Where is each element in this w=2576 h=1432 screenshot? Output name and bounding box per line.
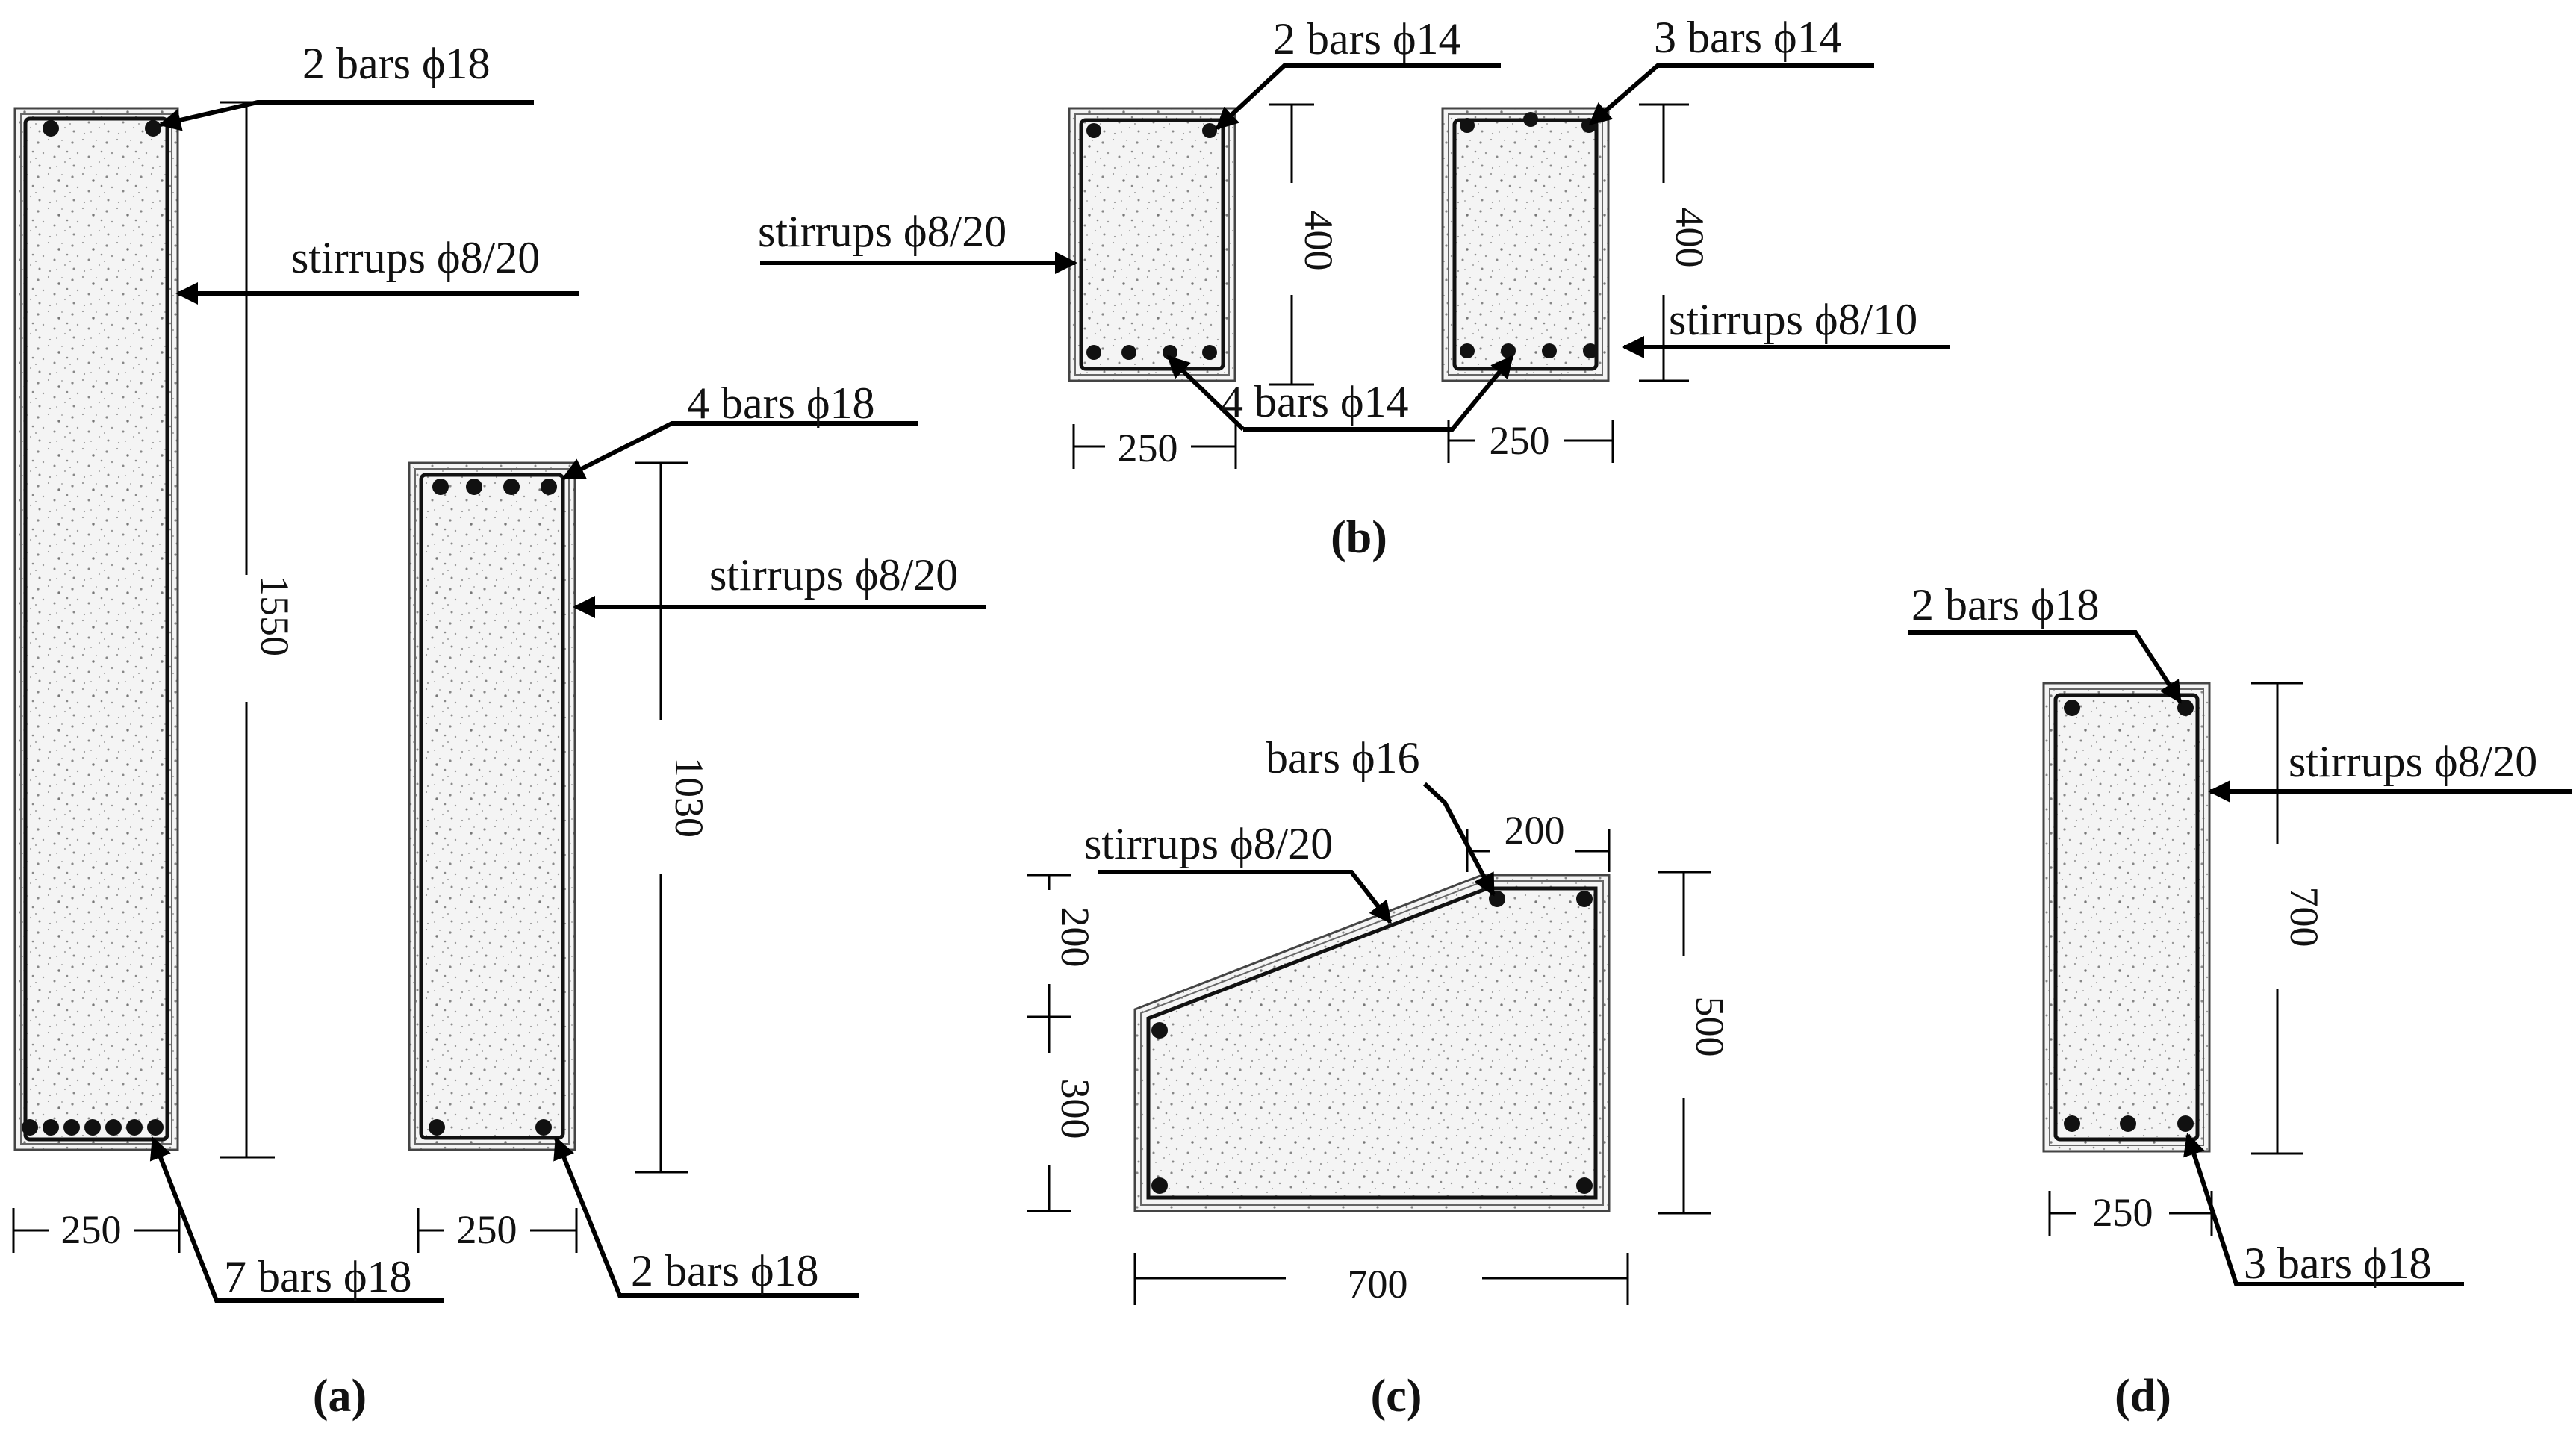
- section-a1-bottom-bars-label: 7 bars ϕ18: [224, 1252, 412, 1301]
- section-c-top-width-dimension: 200: [1466, 808, 1611, 872]
- section-b2-concrete: [1441, 107, 1610, 382]
- section-a1-width-value: 250: [61, 1207, 122, 1252]
- section-c-bars-label: bars ϕ16: [1266, 733, 1420, 782]
- section-a2-top-bars-label: 4 bars ϕ18: [687, 379, 875, 428]
- section-b1-bottom-bars-leader: [1166, 355, 1245, 432]
- section-d-bottom-bars: [2064, 1115, 2194, 1132]
- section-a2-width-value: 250: [457, 1207, 517, 1252]
- section-a2-concrete: [408, 461, 576, 1151]
- section-a1-stirrup: [23, 116, 169, 1142]
- section-a1-top-bars: [43, 120, 161, 137]
- section-a1-height-dimension: 1550: [220, 101, 297, 1159]
- section-d-height-dimension: 700: [2251, 682, 2327, 1155]
- section-b2-stirrups-label: stirrups ϕ8/10: [1669, 295, 1917, 344]
- section-b1-cover-line: [1074, 113, 1230, 376]
- section-b2-top-bars: [1460, 112, 1596, 133]
- section-a2-top-bars-leader: [561, 421, 918, 480]
- caption-c: (c): [1371, 1371, 1422, 1422]
- section-c-stirrups-leader: [1098, 870, 1393, 924]
- section-b2-bottom-bars: [1460, 343, 1598, 358]
- section-b1-stirrup: [1079, 118, 1225, 371]
- section-b1-bottom-bars: [1086, 345, 1217, 360]
- section-b1-height-value: 400: [1296, 211, 1341, 271]
- section-b2-bottom-bars-leader: [1243, 355, 1514, 432]
- section-b1-concrete: [1068, 107, 1236, 382]
- section-d-bottom-bars-leader: [2183, 1133, 2464, 1286]
- section-b1-top-bars-leader: [1215, 63, 1501, 131]
- section-a1: 2 bars ϕ18 stirrups ϕ8/20 7 bars ϕ18 155…: [12, 39, 579, 1303]
- section-c: bars ϕ16 stirrups ϕ8/20 200 200 300: [1027, 733, 1732, 1307]
- section-a2-stirrup: [419, 473, 565, 1140]
- caption-d: (d): [2115, 1371, 2171, 1422]
- section-b1-width-value: 250: [1118, 426, 1178, 470]
- section-a2-bottom-bars-leader: [553, 1136, 859, 1298]
- section-b-bottom-bars-leader-group: 4 bars ϕ14: [1166, 355, 1514, 432]
- section-a1-bottom-bars: [22, 1119, 164, 1136]
- section-c-width-dimension: 700: [1133, 1253, 1629, 1307]
- section-c-width-value: 700: [1348, 1262, 1408, 1307]
- caption-b: (b): [1331, 512, 1387, 563]
- section-b1-height-dimension: 400: [1269, 103, 1341, 386]
- section-b2-top-bars-leader: [1588, 63, 1874, 126]
- section-c-stirrup: [1146, 886, 1598, 1200]
- section-b2-height-dimension: 400: [1639, 103, 1712, 382]
- section-b1-stirrups-label: stirrups ϕ8/20: [758, 207, 1007, 256]
- section-c-total-height-dimension: 500: [1658, 871, 1732, 1215]
- section-c-bars-leader: [1422, 782, 1496, 897]
- section-a1-bottom-bars-leader: [149, 1136, 444, 1303]
- section-a1-concrete: [13, 107, 179, 1151]
- section-d-stirrup: [2053, 693, 2200, 1142]
- section-a2-stirrups-label: stirrups ϕ8/20: [709, 550, 958, 600]
- section-d-concrete: [2042, 682, 2211, 1153]
- section-a2-cover-line: [414, 468, 570, 1145]
- section-d-width-value: 250: [2093, 1190, 2153, 1235]
- section-a2: 4 bars ϕ18 stirrups ϕ8/20 2 bars ϕ18 103…: [408, 379, 986, 1298]
- section-d-height-value: 700: [2282, 887, 2327, 947]
- section-c-stirrups-label: stirrups ϕ8/20: [1084, 819, 1333, 868]
- section-b2: 3 bars ϕ14 stirrups ϕ8/10 400 250: [1441, 13, 1950, 463]
- section-b1-top-bars: [1086, 123, 1217, 138]
- section-a1-cover-line: [20, 113, 172, 1145]
- section-c-concrete: [1133, 874, 1611, 1212]
- section-a2-bottom-bars-label: 2 bars ϕ18: [631, 1246, 819, 1295]
- section-a1-width-dimension: 250: [12, 1207, 181, 1253]
- section-a1-stirrups-label: stirrups ϕ8/20: [291, 233, 540, 282]
- section-a2-height-dimension: 1030: [635, 461, 712, 1174]
- section-d-top-bars-leader: [1908, 630, 2183, 704]
- section-a2-bottom-bars: [429, 1119, 552, 1136]
- section-d-cover-line: [2049, 688, 2204, 1146]
- section-a1-height-value: 1550: [252, 576, 297, 656]
- caption-a: (a): [313, 1371, 367, 1422]
- section-d-top-bars-label: 2 bars ϕ18: [1911, 580, 2100, 629]
- section-b1-top-bars-label: 2 bars ϕ14: [1273, 14, 1461, 63]
- section-a1-top-bars-leader: [158, 100, 534, 131]
- section-c-left-height-dimension: 200 300: [1027, 874, 1098, 1212]
- section-b2-top-bars-label: 3 bars ϕ14: [1654, 13, 1842, 62]
- section-c-cover-line: [1140, 880, 1604, 1206]
- section-b2-width-value: 250: [1490, 418, 1550, 463]
- section-a2-top-bars: [432, 479, 557, 495]
- section-a1-top-bars-label: 2 bars ϕ18: [302, 39, 491, 88]
- section-b1-width-dimension: 250: [1072, 424, 1237, 470]
- section-d: 2 bars ϕ18 stirrups ϕ8/20 3 bars ϕ18 700…: [1908, 580, 2572, 1288]
- section-d-stirrups-label: stirrups ϕ8/20: [2289, 737, 2537, 786]
- section-a2-height-value: 1030: [667, 757, 712, 838]
- section-d-width-dimension: 250: [2048, 1190, 2213, 1236]
- section-b1: 2 bars ϕ14 stirrups ϕ8/20 400 250: [758, 14, 1501, 470]
- section-b2-height-value: 400: [1667, 208, 1712, 268]
- section-b2-width-dimension: 250: [1447, 418, 1614, 463]
- section-c-top-width-value: 200: [1505, 808, 1565, 853]
- section-c-upper-height-value: 200: [1053, 907, 1098, 968]
- section-a2-width-dimension: 250: [417, 1207, 578, 1253]
- section-d-bottom-bars-label: 3 bars ϕ18: [2244, 1239, 2432, 1288]
- section-b-bottom-bars-label: 4 bars ϕ14: [1221, 377, 1409, 426]
- section-c-total-height-value: 500: [1687, 997, 1732, 1057]
- section-c-lower-height-value: 300: [1053, 1079, 1098, 1139]
